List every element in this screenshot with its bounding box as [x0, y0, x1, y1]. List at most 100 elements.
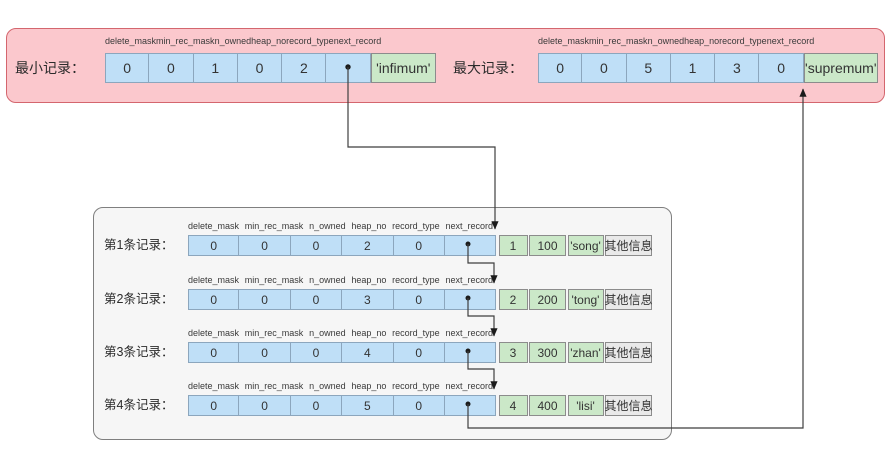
- header-record-type: record_type: [719, 36, 767, 46]
- header-n-owned: n_owned: [647, 36, 685, 46]
- cell-min-rec-mask: 0: [239, 342, 291, 363]
- header-next-record: next_record: [333, 36, 382, 46]
- record-1-data-cells: 1 100 'song' 其他信息: [497, 235, 653, 256]
- cell-delete-mask: 0: [188, 235, 240, 256]
- header-heap-no: heap_no: [351, 381, 387, 391]
- record-4-field-headers: delete_mask min_rec_mask n_owned heap_no…: [188, 381, 493, 391]
- infimum-record-table: 0 0 1 0 2 'infimum': [105, 53, 436, 83]
- record-3-field-headers: delete_mask min_rec_mask n_owned heap_no…: [188, 328, 493, 338]
- cell-delete-mask: 0: [188, 395, 240, 416]
- cell-delete-mask: 0: [538, 53, 583, 83]
- header-min-rec-mask: min_rec_mask: [244, 381, 304, 391]
- header-next-record: next_record: [445, 221, 493, 231]
- record-2-field-headers: delete_mask min_rec_mask n_owned heap_no…: [188, 275, 493, 285]
- header-n-owned: n_owned: [309, 328, 346, 338]
- cell-delete-mask: 0: [105, 53, 150, 83]
- header-n-owned: n_owned: [309, 381, 346, 391]
- record-4-table: 0 0 0 5 0: [188, 395, 497, 416]
- cell-next-record-pointer: [326, 53, 371, 83]
- cell-n-owned: 0: [290, 289, 343, 310]
- cell-n-owned: 1: [193, 53, 238, 83]
- header-min-rec-mask: min_rec_mask: [244, 221, 304, 231]
- header-delete-mask: delete_mask: [105, 36, 157, 46]
- user-records-box: 第1条记录： delete_mask min_rec_mask n_owned …: [93, 207, 672, 440]
- key-cell: 3: [498, 342, 528, 363]
- value-cell: 100: [529, 235, 566, 256]
- cell-min-rec-mask: 0: [239, 395, 291, 416]
- header-heap-no: heap_no: [351, 221, 387, 231]
- cell-heap-no: 4: [342, 342, 394, 363]
- header-delete-mask: delete_mask: [188, 328, 240, 338]
- name-cell: 'song': [567, 235, 604, 256]
- max-record-label: 最大记录：: [453, 60, 523, 76]
- header-next-record: next_record: [445, 328, 493, 338]
- cell-delete-mask: 0: [188, 342, 240, 363]
- cell-next-record-pointer: [444, 289, 497, 310]
- record-2-table: 0 0 0 3 0: [188, 289, 497, 310]
- cell-min-rec-mask: 0: [149, 53, 194, 83]
- header-min-rec-mask: min_rec_mask: [589, 36, 648, 46]
- cell-delete-mask: 0: [188, 289, 240, 310]
- header-next-record: next_record: [445, 381, 493, 391]
- key-cell: 4: [498, 395, 528, 416]
- cell-record-type: 0: [393, 395, 445, 416]
- infimum-name-cell: 'infimum': [370, 53, 436, 83]
- header-n-owned: n_owned: [309, 221, 346, 231]
- header-delete-mask: delete_mask: [188, 221, 240, 231]
- header-n-owned: n_owned: [309, 275, 346, 285]
- header-heap-no: heap_no: [351, 275, 387, 285]
- header-delete-mask: delete_mask: [188, 381, 240, 391]
- value-cell: 300: [529, 342, 566, 363]
- key-cell: 2: [498, 289, 528, 310]
- header-heap-no: heap_no: [684, 36, 720, 46]
- header-min-rec-mask: min_rec_mask: [244, 328, 304, 338]
- cell-min-rec-mask: 0: [239, 235, 291, 256]
- header-min-rec-mask: min_rec_mask: [244, 275, 304, 285]
- cell-record-type: 3: [715, 53, 760, 83]
- cell-heap-no: 3: [342, 289, 394, 310]
- other-info-cell: 其他信息: [605, 395, 653, 416]
- record-4-label: 第4条记录：: [104, 398, 174, 412]
- header-record-type: record_type: [392, 381, 440, 391]
- record-3-table: 0 0 0 4 0: [188, 342, 497, 363]
- cell-heap-no: 0: [237, 53, 283, 83]
- header-record-type: record_type: [392, 221, 440, 231]
- cell-n-owned: 0: [290, 395, 343, 416]
- cell-record-type: 0: [393, 289, 445, 310]
- header-record-type: record_type: [286, 36, 334, 46]
- header-record-type: record_type: [392, 275, 440, 285]
- cell-next-record-pointer: [444, 235, 497, 256]
- cell-next-record: 0: [759, 53, 804, 83]
- cell-min-rec-mask: 0: [582, 53, 627, 83]
- record-3-label: 第3条记录：: [104, 345, 174, 359]
- cell-next-record-pointer: [444, 395, 497, 416]
- supremum-record-table: 0 0 5 1 3 0 'supremum': [538, 53, 878, 83]
- min-record-label: 最小记录：: [15, 60, 85, 76]
- other-info-cell: 其他信息: [605, 342, 653, 363]
- infimum-field-headers: delete_mask min_rec_mask n_owned heap_no…: [105, 36, 381, 46]
- record-1-field-headers: delete_mask min_rec_mask n_owned heap_no…: [188, 221, 493, 231]
- supremum-name-cell: 'supremum': [803, 53, 878, 83]
- cell-n-owned: 0: [290, 342, 343, 363]
- header-min-rec-mask: min_rec_mask: [156, 36, 215, 46]
- record-1-label: 第1条记录：: [104, 238, 174, 252]
- other-info-cell: 其他信息: [605, 235, 653, 256]
- key-cell: 1: [498, 235, 528, 256]
- cell-record-type: 2: [282, 53, 327, 83]
- cell-record-type: 0: [393, 235, 445, 256]
- other-info-cell: 其他信息: [605, 289, 653, 310]
- cell-heap-no: 1: [670, 53, 716, 83]
- header-delete-mask: delete_mask: [188, 275, 240, 285]
- cell-heap-no: 2: [342, 235, 394, 256]
- header-next-record: next_record: [766, 36, 815, 46]
- header-record-type: record_type: [392, 328, 440, 338]
- record-2-data-cells: 2 200 'tong' 其他信息: [497, 289, 653, 310]
- name-cell: 'lisi': [567, 395, 604, 416]
- header-heap-no: heap_no: [351, 328, 387, 338]
- value-cell: 200: [529, 289, 566, 310]
- supremum-field-headers: delete_mask min_rec_mask n_owned heap_no…: [538, 36, 814, 46]
- name-cell: 'zhan': [567, 342, 604, 363]
- value-cell: 400: [529, 395, 566, 416]
- header-n-owned: n_owned: [214, 36, 252, 46]
